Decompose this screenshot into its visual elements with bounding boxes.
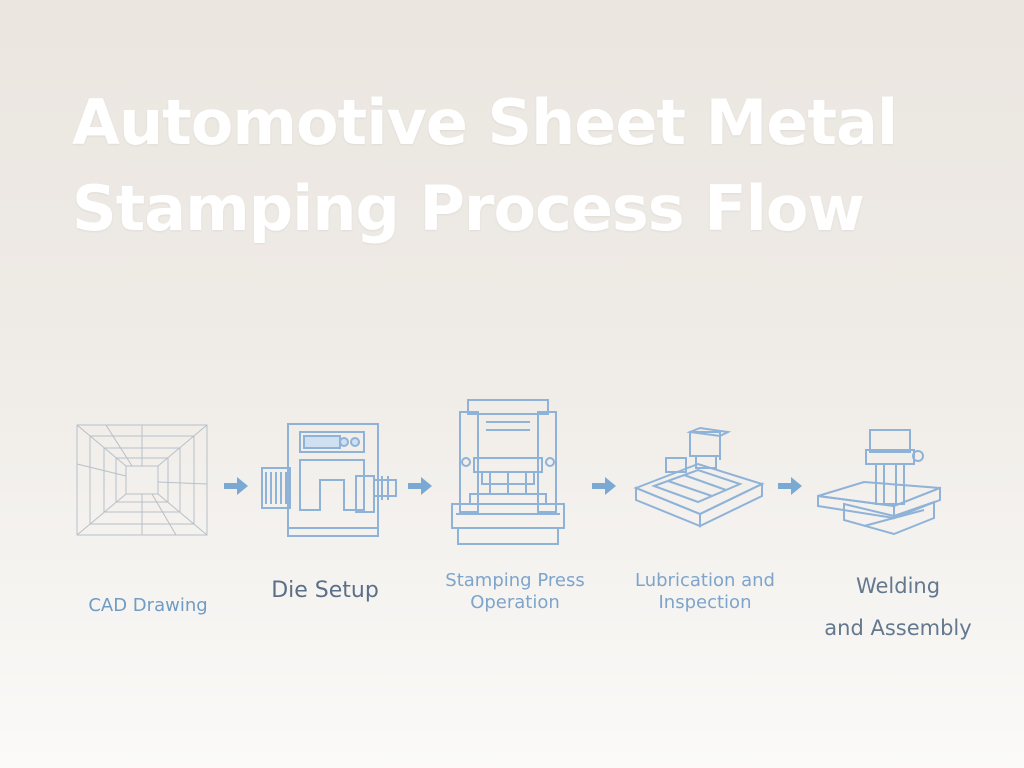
title-line-2: Stamping Process Flow bbox=[72, 172, 865, 245]
stamping-press-icon bbox=[446, 398, 570, 548]
lubrication-table-icon bbox=[628, 426, 766, 532]
flow-arrow-3 bbox=[590, 475, 618, 501]
step-label-stamping-press: Stamping Press Operation bbox=[445, 570, 585, 613]
title-line-1: Automotive Sheet Metal bbox=[72, 86, 898, 159]
flow-arrow-2 bbox=[406, 475, 434, 501]
welding-station-icon bbox=[814, 426, 946, 544]
step-label-die-setup: Die Setup bbox=[271, 578, 379, 603]
flow-arrow-4 bbox=[776, 475, 804, 501]
step-label-welding: Welding and Assembly bbox=[824, 574, 972, 640]
cad-wireframe-icon bbox=[76, 424, 208, 536]
step-label-lubrication: Lubrication and Inspection bbox=[635, 570, 775, 613]
die-setup-machine-icon bbox=[258, 420, 400, 540]
flow-arrow-1 bbox=[222, 475, 250, 501]
page-title: Automotive Sheet Metal Stamping Process … bbox=[72, 80, 972, 252]
step-label-cad-drawing: CAD Drawing bbox=[88, 595, 208, 616]
